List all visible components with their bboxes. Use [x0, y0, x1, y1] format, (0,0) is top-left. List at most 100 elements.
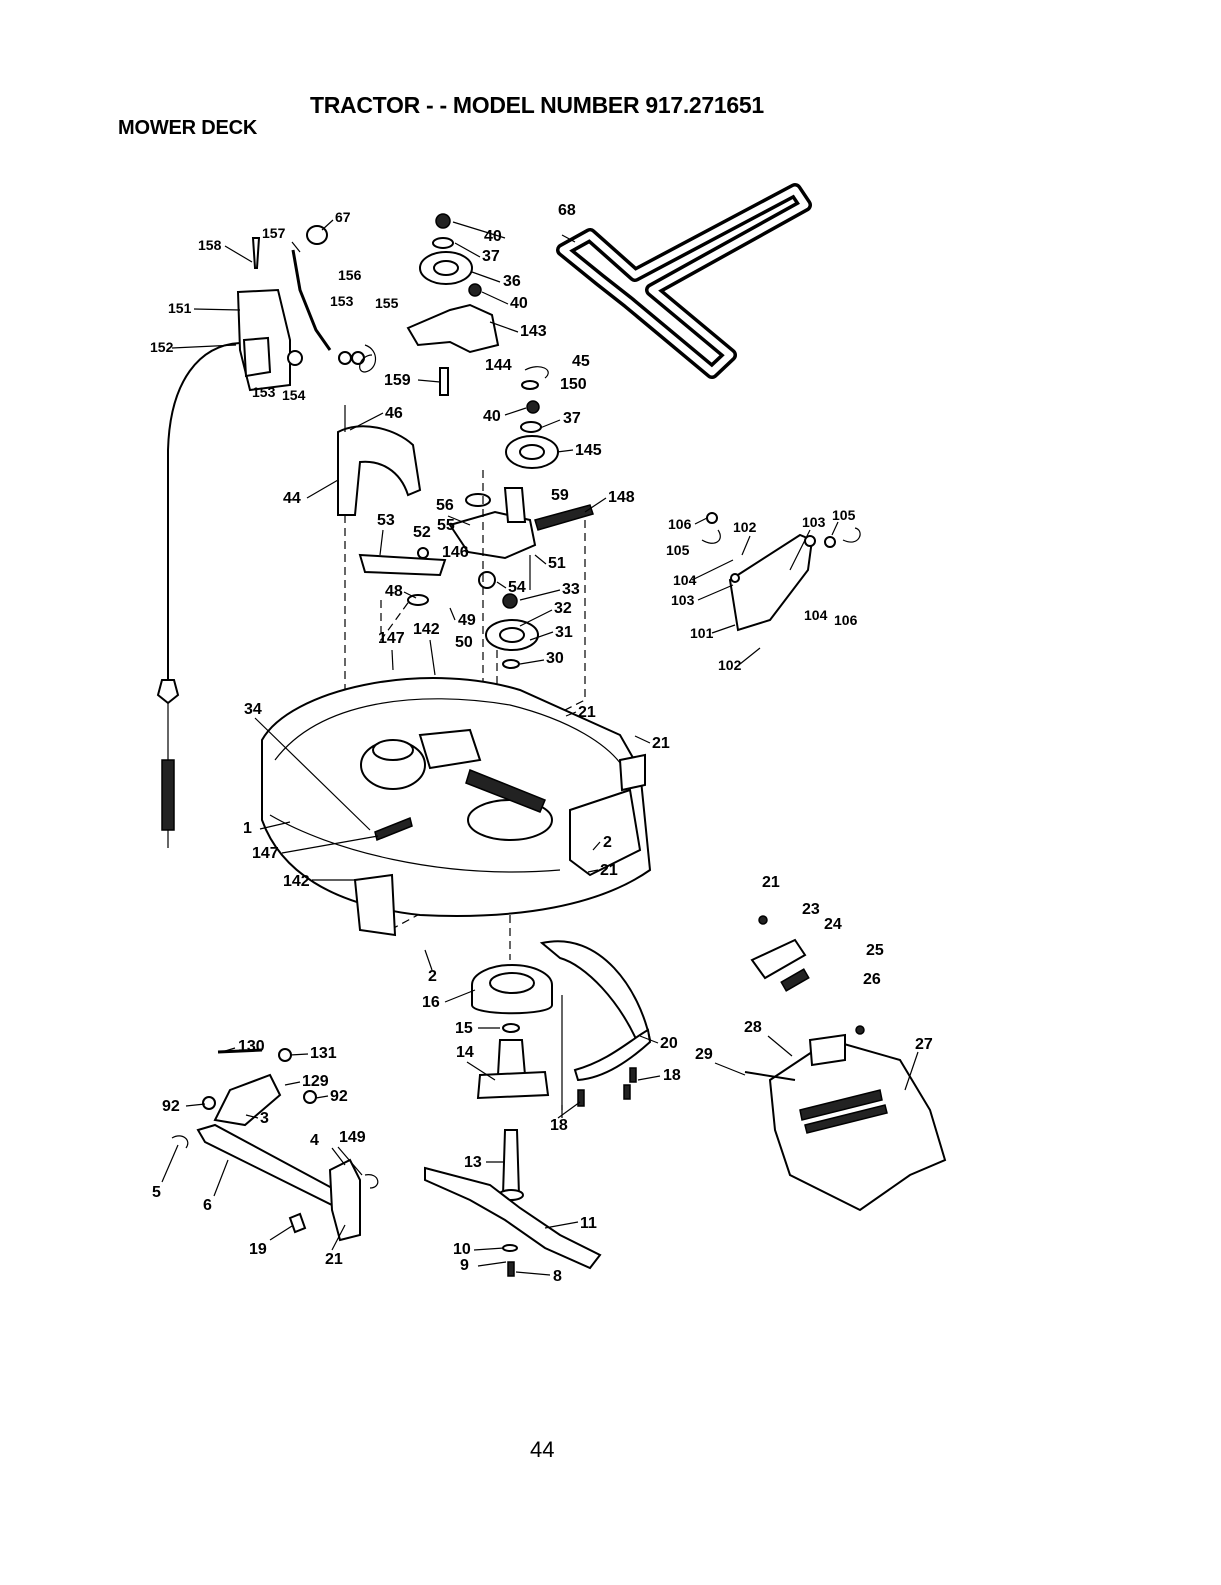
callout-label: 147 — [252, 845, 279, 862]
callout-label: 104 — [673, 572, 697, 588]
callout-label: 10 — [453, 1241, 471, 1258]
callout-label: 25 — [866, 942, 884, 959]
callout-label: 9 — [460, 1257, 469, 1274]
callout-label: 106 — [834, 612, 858, 628]
callout-label: 2 — [603, 834, 612, 851]
deck-baffle — [539, 940, 652, 1110]
callout-label: 28 — [744, 1019, 762, 1036]
callout-label: 18 — [663, 1067, 681, 1084]
callout-label: 156 — [338, 267, 362, 283]
callout-label: 18 — [550, 1117, 568, 1134]
callout-label: 44 — [283, 490, 301, 507]
callout-label: 92 — [162, 1098, 180, 1115]
callout-label: 101 — [690, 625, 714, 641]
idler-arm — [448, 487, 594, 560]
callout-label: 31 — [555, 624, 573, 641]
page-title: TRACTOR - - MODEL NUMBER 917.271651 — [310, 92, 764, 118]
callout-label: 153 — [252, 384, 276, 400]
callout-label: 33 — [562, 581, 580, 598]
callout-label: 157 — [262, 225, 286, 241]
callout-label: 154 — [282, 387, 306, 403]
callout-label: 152 — [150, 339, 174, 355]
callout-labels: 158 157 67 151 156 153 155 152 153 154 4… — [150, 202, 933, 1285]
callout-label: 105 — [666, 542, 690, 558]
callout-label: 26 — [863, 971, 881, 988]
callout-label: 5 — [152, 1184, 161, 1201]
callout-label: 34 — [244, 701, 262, 718]
callout-label: 51 — [548, 555, 566, 572]
discharge-chute — [744, 1033, 947, 1212]
callout-label: 146 — [442, 544, 469, 561]
spindle-mount-ring — [471, 964, 553, 1015]
callout-label: 52 — [413, 524, 431, 541]
callout-label: 29 — [695, 1046, 713, 1063]
callout-label: 16 — [422, 994, 440, 1011]
callout-label: 2 — [428, 968, 437, 985]
callout-label: 1 — [243, 820, 252, 837]
callout-label: 30 — [546, 650, 564, 667]
section-subtitle: MOWER DECK — [118, 117, 258, 139]
callout-label: 149 — [339, 1129, 366, 1146]
leader-lines — [161, 219, 919, 1276]
callout-label: 153 — [330, 293, 354, 309]
callout-label: 32 — [554, 600, 572, 617]
callout-label: 102 — [733, 519, 757, 535]
lift-bracket — [358, 547, 496, 606]
callout-label: 14 — [456, 1044, 474, 1061]
callout-label: 158 — [198, 237, 222, 253]
callout-label: 37 — [482, 248, 500, 265]
callout-label: 144 — [485, 357, 512, 374]
callout-label: 6 — [203, 1197, 212, 1214]
callout-label: 13 — [464, 1154, 482, 1171]
mower-deck-housing — [261, 677, 652, 937]
callout-label: 103 — [802, 514, 826, 530]
callout-label: 59 — [551, 487, 569, 504]
callout-label: 142 — [283, 873, 310, 890]
callout-label: 106 — [668, 516, 692, 532]
callout-label: 67 — [335, 209, 351, 225]
callout-label: 68 — [558, 202, 576, 219]
deck-bolts — [577, 1067, 637, 1107]
callout-label: 40 — [483, 408, 501, 425]
callout-label: 24 — [824, 916, 842, 933]
callout-label: 151 — [168, 300, 192, 316]
callout-label: 49 — [458, 612, 476, 629]
spindle-pulley — [485, 555, 539, 669]
callout-label: 21 — [762, 874, 780, 891]
callout-label: 21 — [600, 862, 618, 879]
callout-label: 15 — [455, 1020, 473, 1037]
side-cover — [701, 512, 861, 632]
callout-label: 130 — [238, 1038, 265, 1055]
callout-label: 159 — [384, 372, 411, 389]
callout-label: 56 — [436, 497, 454, 514]
callout-label: 3 — [260, 1110, 269, 1127]
callout-label: 150 — [560, 376, 587, 393]
callout-label: 40 — [510, 295, 528, 312]
callout-label: 46 — [385, 405, 403, 422]
callout-label: 11 — [580, 1215, 597, 1232]
page-number: 44 — [530, 1437, 555, 1462]
callout-label: 4 — [310, 1132, 319, 1149]
callout-label: 27 — [915, 1036, 933, 1053]
callout-label: 36 — [503, 273, 521, 290]
callout-label: 21 — [325, 1251, 343, 1268]
callout-label: 142 — [413, 621, 440, 638]
callout-label: 45 — [572, 353, 590, 370]
chute-hinge — [750, 915, 865, 1035]
callout-label: 143 — [520, 323, 547, 340]
callout-label: 37 — [563, 410, 581, 427]
idler-pulley-assembly — [406, 213, 500, 396]
callout-label: 54 — [508, 579, 526, 596]
callout-label: 104 — [804, 607, 828, 623]
callout-label: 55 — [437, 517, 455, 534]
callout-label: 21 — [652, 735, 670, 752]
cable-bracket — [236, 225, 377, 392]
callout-label: 8 — [553, 1268, 562, 1285]
mower-blade — [424, 1166, 602, 1277]
drive-belt — [556, 183, 812, 379]
callout-label: 50 — [455, 634, 473, 651]
callout-label: 19 — [249, 1241, 267, 1258]
deck-hanger-links — [171, 1048, 379, 1242]
callout-label: 131 — [310, 1045, 337, 1062]
